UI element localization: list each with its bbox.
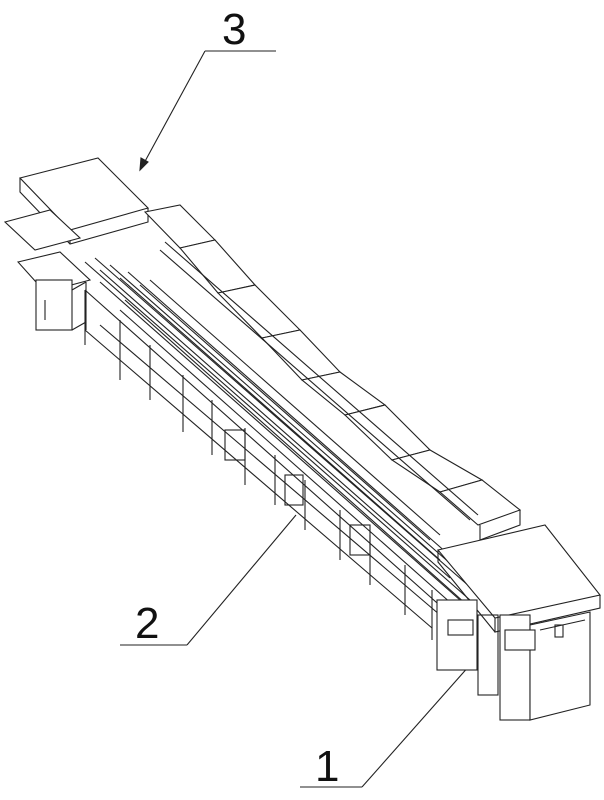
left-end-station (3, 157, 150, 331)
callout-label-2: 2 (135, 599, 160, 648)
callout-label-1: 1 (315, 742, 340, 791)
frame-legs (84, 290, 441, 640)
leader-lines (120, 50, 471, 788)
top-panels (143, 204, 522, 541)
callout-label-3: 3 (222, 5, 247, 54)
conveyor-rails (84, 241, 479, 621)
right-end-station (436, 524, 601, 721)
